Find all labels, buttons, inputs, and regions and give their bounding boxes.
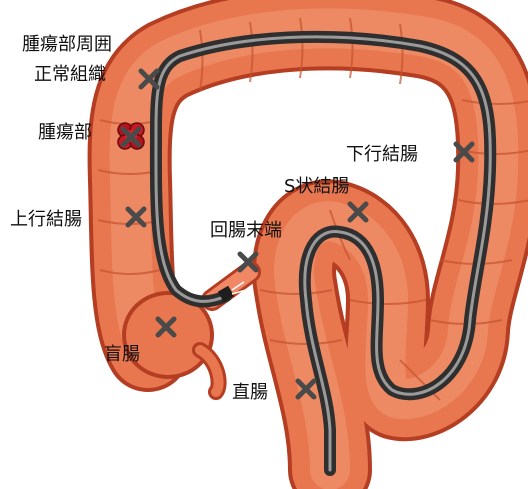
label-sigmoid-colon: S状結腸 (284, 176, 349, 197)
label-descending-colon: 下行結腸 (346, 144, 418, 165)
label-tumor: 腫瘍部 (38, 122, 92, 143)
label-tumor-surrounding-2: 正常組織 (34, 64, 106, 85)
label-ascending-colon: 上行結腸 (10, 209, 82, 230)
label-rectum: 直腸 (232, 382, 268, 403)
label-tumor-surrounding-1: 腫瘍部周囲 (22, 34, 112, 55)
label-terminal-ileum: 回腸末端 (210, 220, 282, 241)
label-cecum: 盲腸 (104, 344, 140, 365)
